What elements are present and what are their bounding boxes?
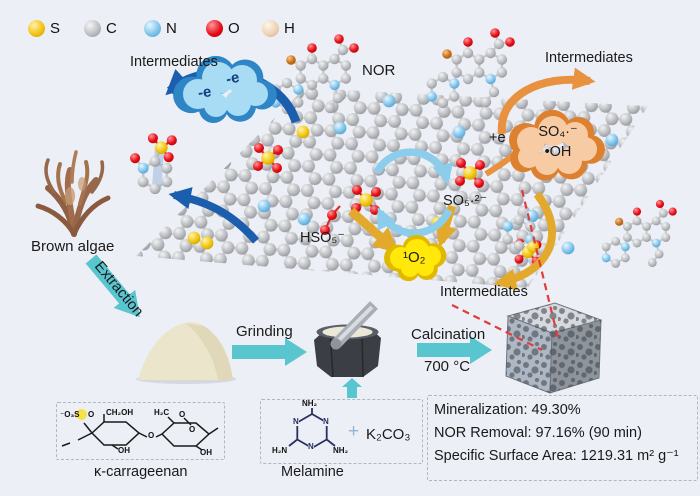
carrageenan-o4-label: O: [148, 431, 155, 440]
nitrogen-atom-icon: [144, 20, 161, 37]
legend-label-carbon: C: [106, 20, 117, 37]
carrageenan-o3-label: O: [189, 425, 196, 434]
carbon-atom-icon: [84, 20, 101, 37]
reaction-arrows: [165, 67, 596, 291]
singlet-oxygen-arrow-left: [348, 207, 399, 254]
brown-algae-illustration: [35, 150, 111, 237]
minus-e-label-2: -e: [196, 83, 213, 102]
melamine-h2n-left: H₂N: [272, 446, 288, 455]
nor-molecule-bottom-right: [600, 198, 678, 269]
so4-radical-label: SO₄·⁻: [538, 124, 578, 140]
radical-cloud: [509, 109, 605, 181]
legend-label-sulfur: S: [50, 20, 61, 37]
brown-algae-label: Brown algae: [31, 238, 115, 255]
results-box: [427, 395, 698, 481]
intermediates-label-top-left: Intermediates: [130, 54, 218, 70]
legend-item-oxygen: O: [206, 20, 240, 37]
result-mineralization: Mineralization: 49.30%: [434, 402, 581, 418]
electron-cloud: [173, 55, 277, 123]
carrageenan-name: κ-carrageenan: [94, 464, 188, 480]
extraction-arrow: [85, 254, 140, 318]
carrageenan-h2c-label: H₂C: [154, 408, 170, 417]
intermediate-molecule: [128, 131, 179, 196]
radical-pathway-arrow: [497, 67, 596, 135]
carrageenan-ch2oh-label: CH₂OH: [106, 408, 134, 417]
carrageenan-powder: [136, 322, 236, 384]
radical-cloud-text: SO₄·⁻ •OH: [520, 122, 596, 163]
melamine-nh2-top: NH₂: [302, 399, 318, 408]
legend-label-oxygen: O: [228, 20, 240, 37]
process-arrows: [85, 254, 492, 398]
melamine-box: [260, 399, 423, 464]
temperature-label: 700 °C: [424, 358, 471, 375]
legend-label-nitrogen: N: [166, 20, 177, 37]
nonradical-pathway-arrow: [493, 191, 556, 291]
melamine-nh2-right: NH₂: [333, 446, 349, 455]
melamine-n1: N: [293, 417, 299, 426]
legend-item-hydrogen: H: [262, 20, 295, 37]
legend-label-hydrogen: H: [284, 20, 295, 37]
mortar-pestle: [314, 301, 381, 378]
legend-item-carbon: C: [84, 20, 117, 37]
oxygen-atom-icon: [206, 20, 223, 37]
zoom-indicator-lines: [451, 189, 560, 351]
carrageenan-oh1-label: OH: [118, 446, 130, 455]
hso5-label: HSO₅⁻: [300, 230, 345, 246]
sulfate-highlight: [76, 409, 87, 420]
carrageenan-structure: [61, 414, 219, 451]
carrageenan-box: [56, 402, 225, 460]
plus-sign: +: [348, 421, 360, 442]
doped-atoms: [187, 94, 619, 273]
porous-carbon-cube: [505, 302, 603, 394]
calcination-label: Calcination: [411, 326, 486, 343]
oh-radical-label: •OH: [544, 144, 572, 161]
hydrogen-atom-icon: [262, 20, 279, 37]
result-surface-area: Specific Surface Area: 1219.31 m² g⁻¹: [434, 448, 679, 464]
grinding-arrow: [232, 338, 307, 366]
cycle-arrow-top: [373, 148, 453, 186]
carrageenan-o2-label: O: [179, 410, 186, 419]
result-nor-removal: NOR Removal: 97.16% (90 min): [434, 425, 642, 441]
singlet-oxygen-label: ¹O₂: [403, 249, 426, 266]
melamine-name: Melamine: [281, 464, 344, 480]
carrageenan-o1-label: O: [88, 410, 95, 419]
electron-transfer-arrow-left: [168, 187, 260, 244]
plus-e-label: +e: [489, 130, 506, 146]
singlet-oxygen-cloud: [384, 234, 447, 282]
carrageenan-oh2-label: OH: [200, 448, 212, 457]
grinding-label: Grinding: [236, 323, 293, 340]
melamine-n2: N: [323, 417, 329, 426]
intermediates-label-bottom: Intermediates: [440, 284, 528, 300]
calcination-arrow: [417, 336, 492, 364]
melamine-up-arrow: [342, 378, 362, 398]
legend-item-sulfur: S: [28, 20, 60, 37]
carrageenan-sulfate-label: ⁻O₃S: [60, 410, 80, 419]
intermediates-label-top-right: Intermediates: [545, 50, 633, 66]
legend-item-nitrogen: N: [144, 20, 177, 37]
nor-label: NOR: [362, 62, 396, 79]
melamine-n3: N: [308, 442, 314, 451]
sulfur-atom-icon: [28, 20, 45, 37]
k2co3-label: K₂CO₃: [366, 426, 411, 443]
so5-radical-label: SO₅·²⁻: [443, 193, 488, 209]
cycle-arrow-bottom: [376, 207, 453, 237]
